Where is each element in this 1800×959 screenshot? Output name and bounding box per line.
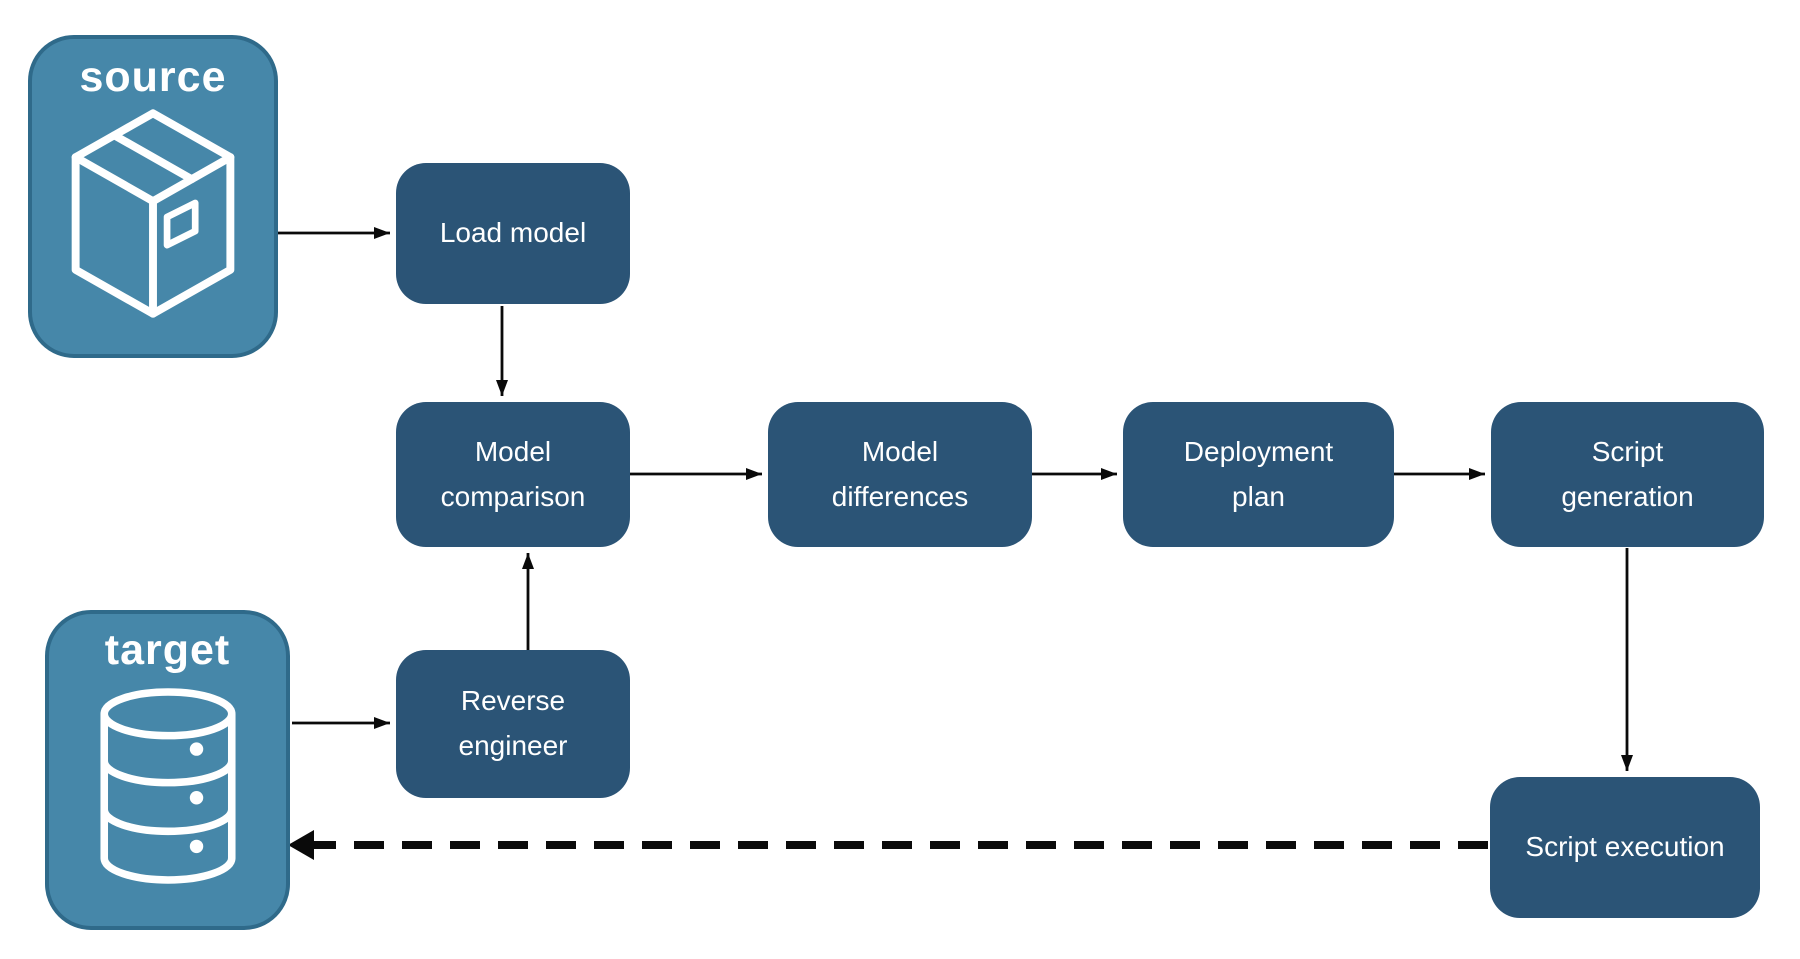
entity-target: target [45,610,290,930]
node-model-differences: Model differences [768,402,1032,547]
node-label: Script execution [1525,831,1725,863]
node-script-generation: Script generation [1491,402,1764,547]
database-icon [99,688,236,884]
node-label: Model differences [831,435,969,512]
node-model-comparison: Model comparison [396,402,630,547]
node-label: Model comparison [440,435,586,512]
node-load-model: Load model [396,163,630,304]
node-label: Script generation [1561,435,1694,512]
target-label: target [104,626,231,674]
dashed-arrowhead [288,830,314,860]
node-label: Load model [439,217,587,249]
node-script-execution: Script execution [1490,777,1760,918]
source-label: source [79,53,227,101]
node-label: Deployment plan [1183,435,1334,512]
node-label: Reverse engineer [458,685,568,761]
node-reverse-engineer: Reverse engineer [396,650,630,798]
node-deployment-plan: Deployment plan [1123,402,1394,547]
package-icon [71,109,235,318]
entity-source: source [28,35,278,358]
